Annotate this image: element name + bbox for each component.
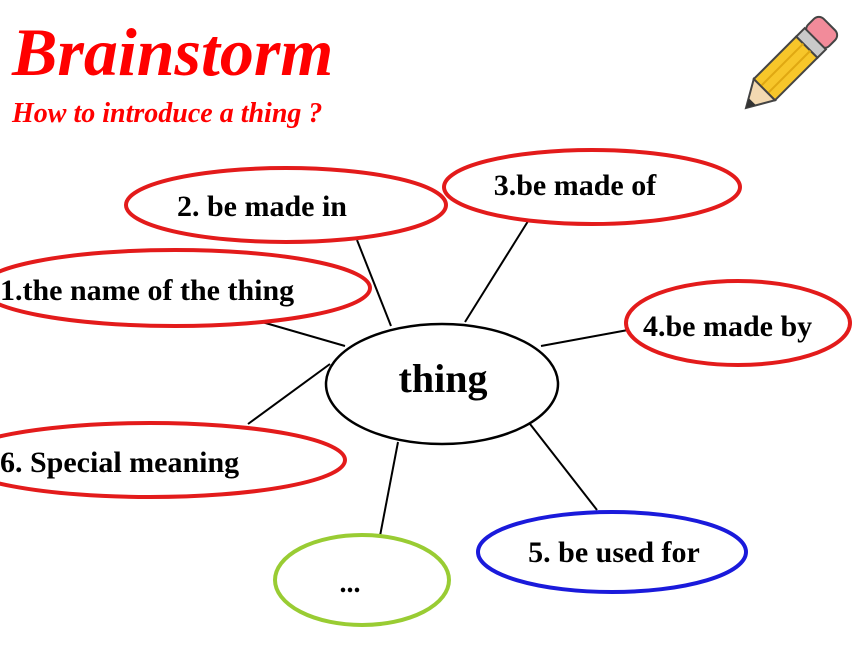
node-5-label: 5. be used for bbox=[528, 536, 700, 569]
node-4-label: 4.be made by bbox=[643, 310, 812, 343]
connector-4 bbox=[540, 329, 629, 347]
node-made-in: 2. be made in bbox=[124, 166, 448, 244]
node-2-ellipse bbox=[124, 166, 448, 244]
connector-5 bbox=[529, 423, 598, 511]
node-3-ellipse bbox=[442, 148, 742, 226]
node-3-label: 3.be made of bbox=[494, 169, 657, 202]
center-node: thing bbox=[324, 322, 560, 446]
connector-3 bbox=[464, 217, 531, 323]
node-7-ellipse bbox=[273, 533, 451, 627]
node-6-ellipse bbox=[0, 421, 347, 499]
node-name-of-thing: 1.the name of the thing bbox=[0, 248, 372, 328]
node-5-ellipse bbox=[476, 510, 748, 594]
page-title: Brainstorm bbox=[12, 14, 334, 90]
connector-1 bbox=[254, 319, 346, 347]
node-6-label: 6. Special meaning bbox=[0, 446, 239, 479]
node-4-ellipse bbox=[624, 279, 852, 367]
connector-2 bbox=[356, 239, 392, 327]
node-1-ellipse bbox=[0, 248, 372, 328]
center-label: thing bbox=[399, 356, 488, 401]
node-1-label: 1.the name of the thing bbox=[0, 274, 294, 307]
node-made-by: 4.be made by bbox=[624, 279, 852, 367]
connector-7 bbox=[379, 441, 399, 537]
node-2-label: 2. be made in bbox=[177, 190, 347, 223]
node-made-of: 3.be made of bbox=[442, 148, 742, 226]
connector-6 bbox=[247, 363, 331, 425]
node-special-meaning: 6. Special meaning bbox=[0, 421, 347, 499]
page-subtitle: How to introduce a thing ? bbox=[12, 98, 323, 129]
node-used-for: 5. be used for bbox=[476, 510, 748, 594]
node-7-label: ... bbox=[340, 568, 361, 599]
node-more: ... bbox=[273, 533, 451, 627]
pencil-icon bbox=[732, 12, 842, 127]
